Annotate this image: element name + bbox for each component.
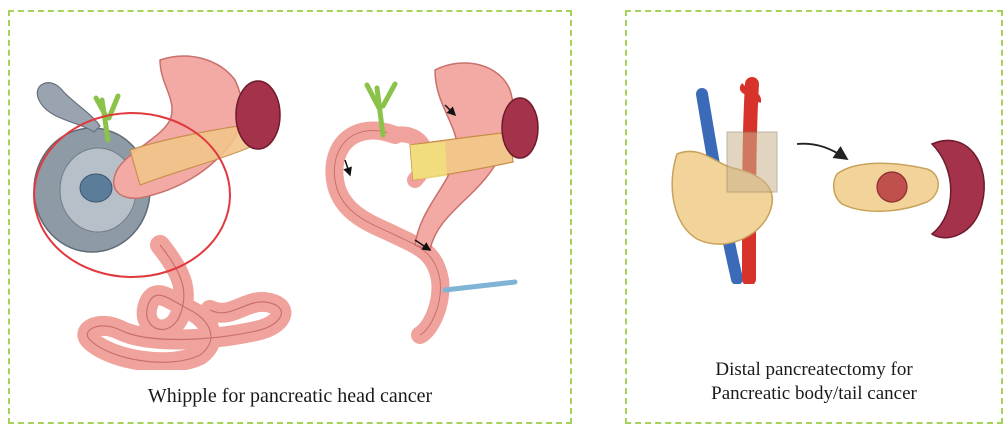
tumor — [877, 172, 907, 202]
drainage-tube — [445, 282, 515, 290]
whipple-after-illustration — [315, 50, 555, 350]
spleen — [932, 140, 984, 237]
caption-line-1: Distal pancreatectomy for — [627, 358, 1001, 382]
whipple-panel: Whipple for pancreatic head cancer — [8, 10, 572, 424]
resection-margin — [727, 132, 777, 192]
whipple-caption: Whipple for pancreatic head cancer — [10, 385, 570, 408]
whipple-before-illustration — [20, 40, 300, 370]
distal-pancreatectomy-caption: Distal pancreatectomy for Pancreatic bod… — [627, 358, 1001, 406]
spleen — [502, 98, 538, 158]
distal-pancreatectomy-panel: Distal pancreatectomy for Pancreatic bod… — [625, 10, 1003, 424]
stomach — [114, 56, 242, 198]
gallbladder — [37, 83, 100, 132]
distal-pancreatectomy-illustration — [657, 74, 987, 284]
caption-line-2: Pancreatic body/tail cancer — [627, 382, 1001, 406]
spleen — [236, 81, 280, 149]
arrow-icon — [797, 144, 847, 159]
